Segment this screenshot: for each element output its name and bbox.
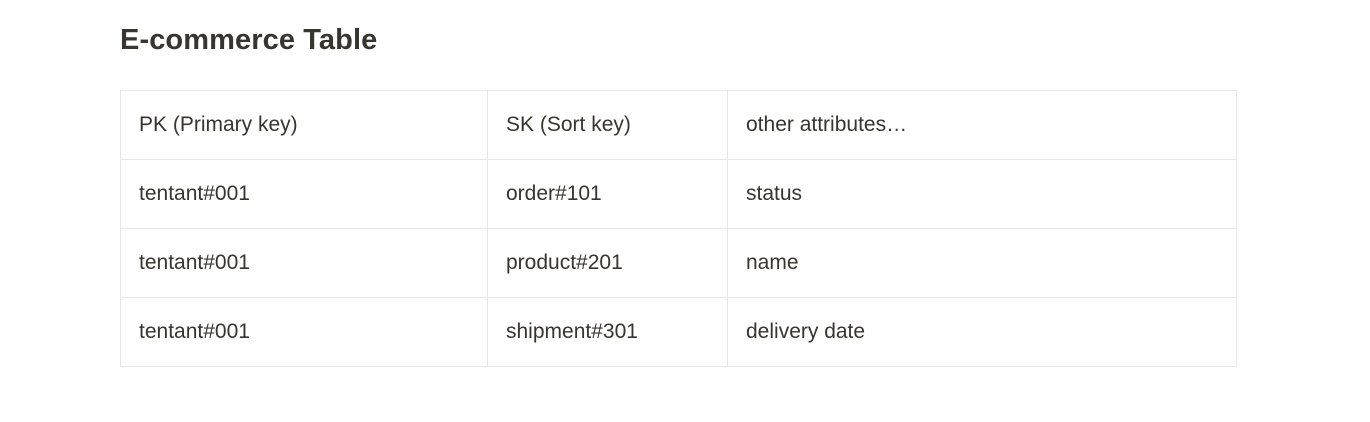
table-cell-pk: tentant#001: [120, 228, 488, 299]
ecommerce-table: PK (Primary key) SK (Sort key) other att…: [120, 90, 1237, 368]
column-header-sk: SK (Sort key): [487, 90, 728, 161]
table-cell-pk: tentant#001: [120, 297, 488, 368]
table-cell-attrs: name: [727, 228, 1237, 299]
table-cell-attrs: status: [727, 159, 1237, 230]
table-cell-attrs: delivery date: [727, 297, 1237, 368]
column-header-attrs: other attributes…: [727, 90, 1237, 161]
column-header-pk: PK (Primary key): [120, 90, 488, 161]
header-row: PK (Primary key) SK (Sort key) other att…: [120, 90, 1237, 161]
table-cell-sk: product#201: [487, 228, 728, 299]
table-header: PK (Primary key) SK (Sort key) other att…: [120, 90, 1237, 161]
table-cell-sk: shipment#301: [487, 297, 728, 368]
table-cell-sk: order#101: [487, 159, 728, 230]
page-title: E-commerce Table: [120, 24, 378, 56]
table-container: PK (Primary key) SK (Sort key) other att…: [120, 90, 1237, 368]
table-cell-pk: tentant#001: [120, 159, 488, 230]
document-page: E-commerce Table PK (Primary key) SK (So…: [120, 24, 1237, 368]
